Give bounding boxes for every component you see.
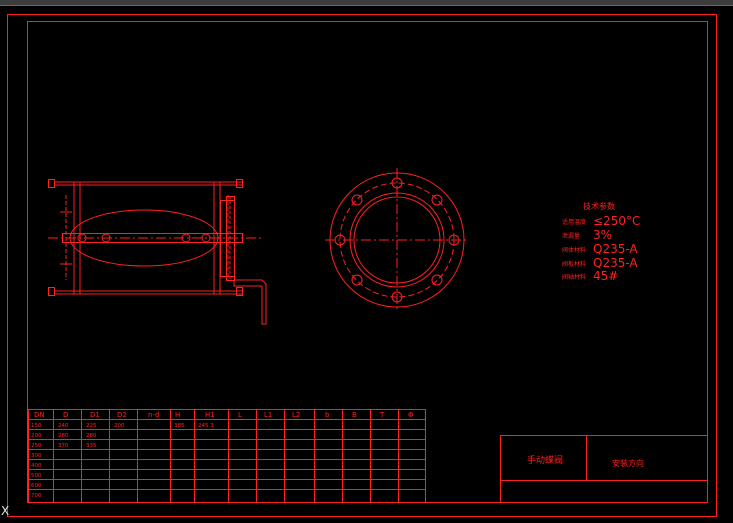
outer-frame — [7, 14, 717, 517]
side-view — [48, 179, 267, 325]
table-header: DN — [34, 411, 45, 419]
table-header: L1 — [264, 411, 272, 419]
drawing-title: 手动蝶阀 — [527, 454, 563, 466]
ucs-axis-icon: X — [1, 504, 10, 518]
dimension-table-headers: DN D D1 D2 n-d H H1 L L1 L2 b B T Φ — [34, 411, 414, 419]
table-cell: 200 — [114, 423, 125, 429]
tech-param-value: 3% — [593, 228, 612, 242]
table-cell: 225 — [86, 423, 97, 429]
table-header: Φ — [408, 411, 414, 419]
table-cell: 250 — [31, 443, 42, 449]
table-header: H — [175, 411, 180, 419]
table-cell: 240 — [58, 423, 69, 429]
table-header: L2 — [292, 411, 300, 419]
front-view — [325, 168, 469, 312]
table-header: H1 — [205, 411, 215, 419]
tech-param-label: 阀板材料 — [562, 260, 586, 268]
dimension-table-body: 150 240 225 200 385 245.3 200 280 280 250 370 335 30… — [31, 423, 214, 499]
dimension-table-grid — [28, 409, 426, 503]
title-block-grid — [500, 435, 708, 503]
tech-param-value: Q235-A — [593, 242, 638, 256]
table-cell: 400 — [31, 463, 42, 469]
table-header: D — [63, 411, 68, 419]
tech-param-label: 阀体材料 — [562, 246, 586, 254]
table-header: D1 — [90, 411, 100, 419]
tech-param-value: 45# — [593, 269, 618, 283]
table-header: D2 — [117, 411, 127, 419]
tech-param-value: Q235-A — [593, 256, 638, 270]
table-cell: 300 — [31, 453, 42, 459]
table-header: b — [325, 411, 330, 419]
tech-params: 技术参数 适用温度 ≤250°C 泄漏量 3% 阀体材料 Q235-A 阀板材料… — [562, 201, 640, 283]
table-cell: 200 — [31, 433, 42, 439]
table-header: T — [379, 411, 385, 419]
table-header: n-d — [148, 411, 159, 419]
tech-params-title: 技术参数 — [583, 201, 615, 211]
table-cell: 500 — [31, 473, 42, 479]
table-cell: 280 — [86, 433, 97, 439]
window-top-divider — [0, 5, 733, 6]
tech-param-label: 阀轴材料 — [562, 273, 586, 281]
window-top-bar — [0, 0, 733, 5]
table-cell: 280 — [58, 433, 69, 439]
tech-param-value: ≤250°C — [593, 214, 640, 228]
table-cell: 385 — [174, 423, 185, 429]
title-block-note: 安装方向 — [612, 458, 644, 468]
table-cell: 150 — [31, 423, 42, 429]
table-header: B — [352, 411, 357, 419]
table-cell: 600 — [31, 483, 42, 489]
table-cell: 370 — [58, 443, 69, 449]
table-cell: 245.3 — [198, 423, 214, 429]
table-cell: 700 — [31, 493, 42, 499]
tech-param-label: 泄漏量 — [562, 232, 580, 240]
tech-param-label: 适用温度 — [562, 218, 586, 226]
table-cell: 335 — [86, 443, 97, 449]
table-header: L — [238, 411, 242, 419]
